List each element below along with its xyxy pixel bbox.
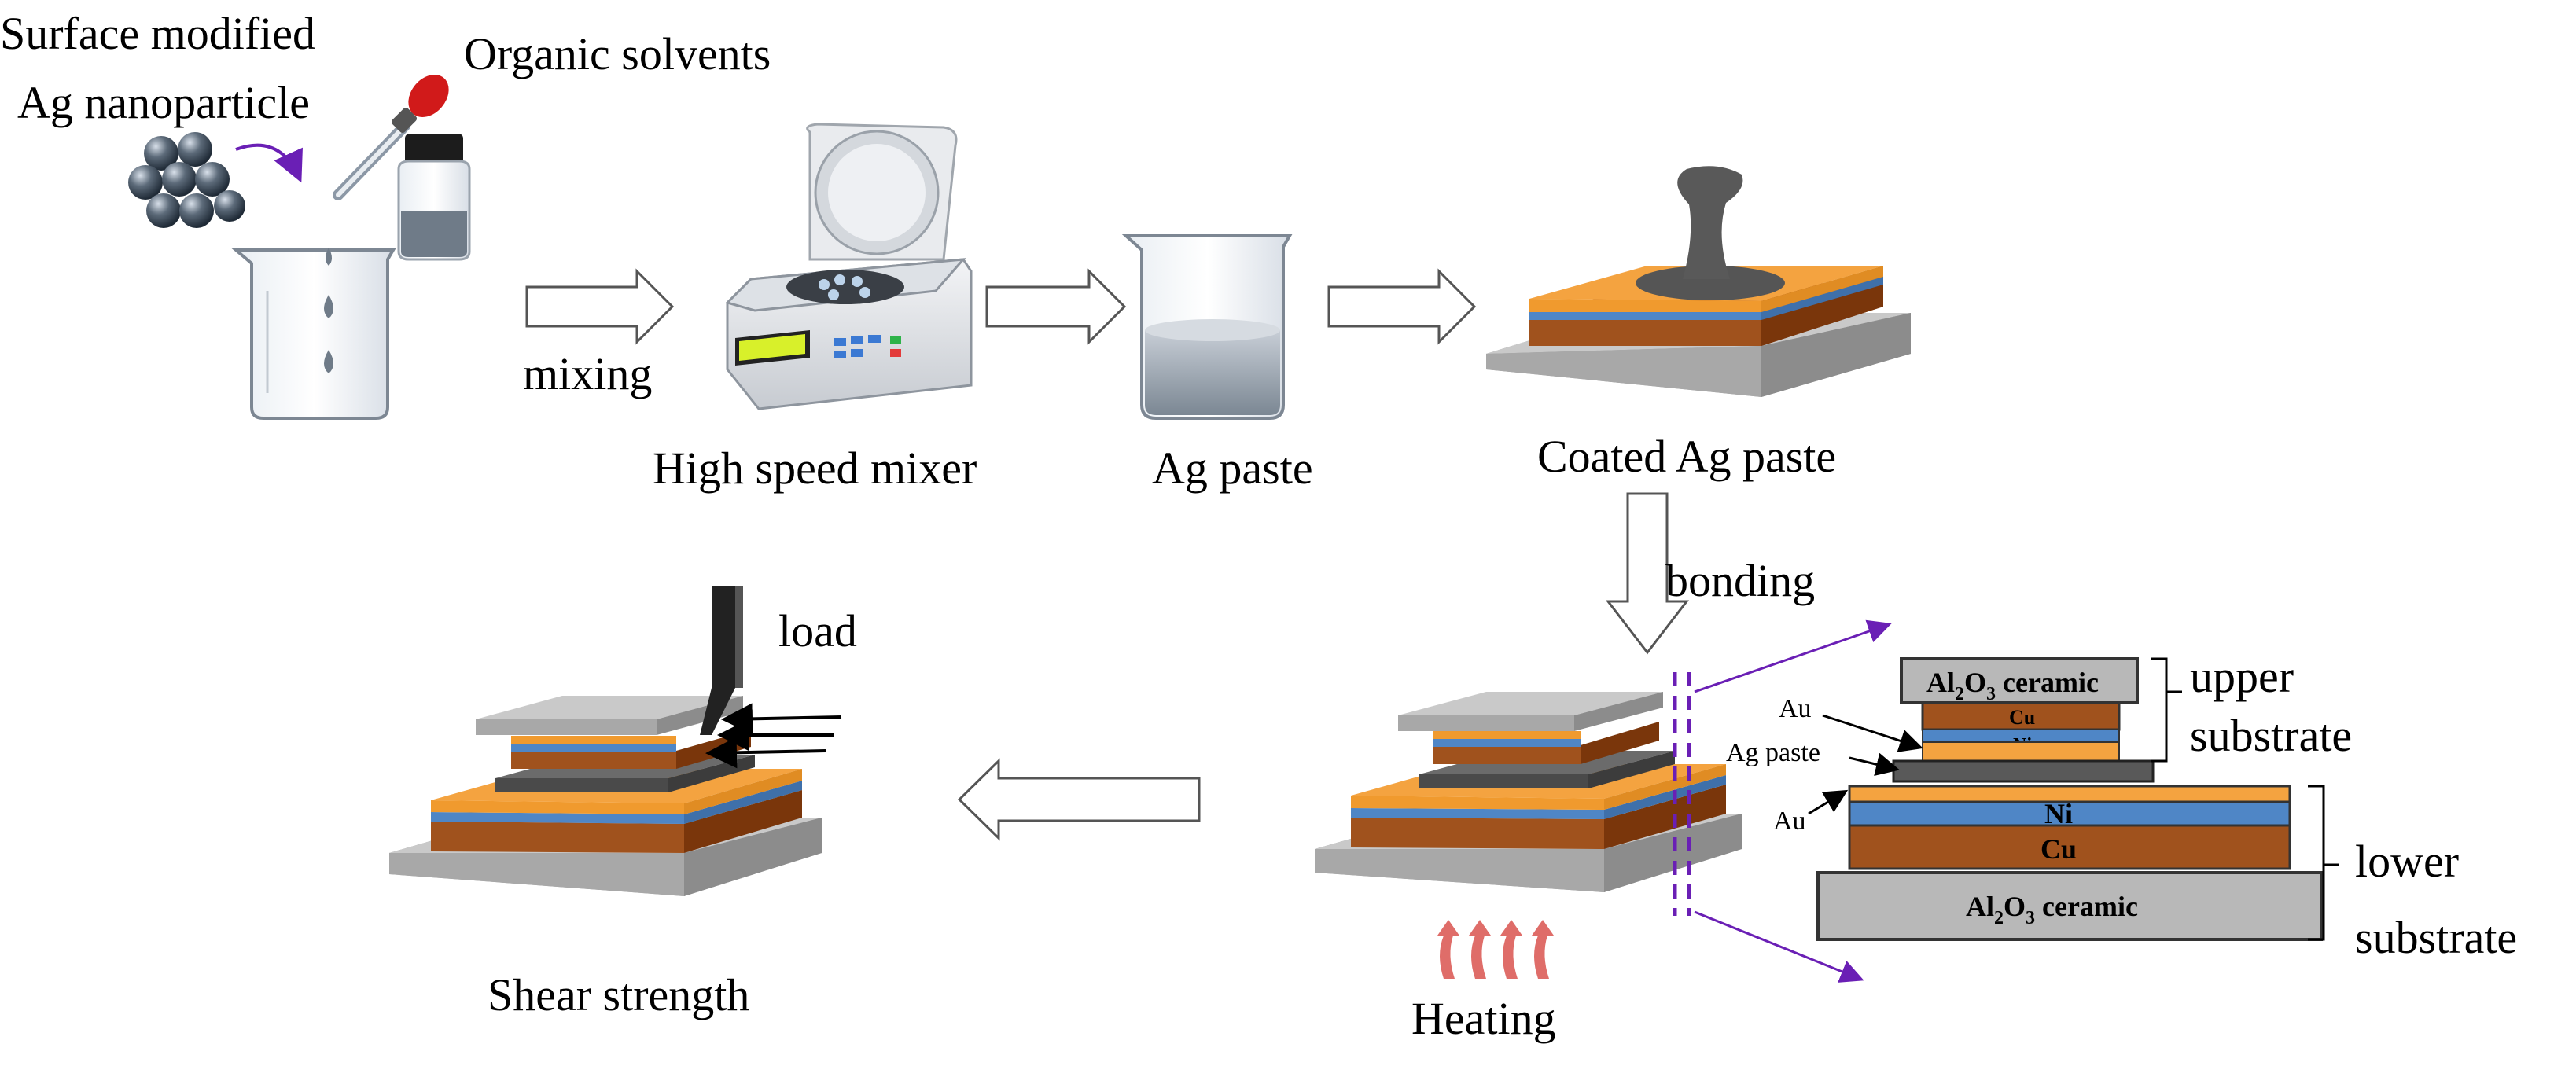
au-callout-upper-arrow	[1822, 714, 1923, 752]
coated-substrate-icon	[1486, 166, 1911, 397]
beaker-with-solvent-icon	[231, 248, 396, 420]
curved-arrow-icon	[235, 143, 303, 183]
au-callout-lower-arrow	[1808, 789, 1849, 815]
load-arrow-1	[721, 703, 842, 735]
upper-cu-text: Cu	[2009, 706, 2035, 729]
lower-ceramic-layer	[1816, 871, 2323, 941]
high-speed-mixer-label: High speed mixer	[653, 443, 977, 494]
bonding-arrow	[1605, 492, 1690, 655]
zoom-arrow-top	[1694, 619, 1892, 693]
lower-substrate-bracket	[2308, 785, 2325, 941]
lower-ceramic-text: Al2O3 ceramic	[1966, 891, 2138, 928]
heating-arrows-icon	[1437, 920, 1554, 979]
coated-ag-paste-label: Coated Ag paste	[1537, 431, 1836, 482]
nanoparticle-label-line1: Surface modified	[0, 8, 315, 59]
ag-paste-beaker-icon	[1121, 234, 1293, 420]
process-arrow-mixing	[525, 268, 675, 345]
ag-paste-layer	[1892, 759, 2155, 783]
upper-au-layer	[1922, 741, 2120, 762]
organic-solvents-label: Organic solvents	[464, 28, 771, 79]
high-speed-mixer-icon	[725, 123, 973, 410]
ag-paste-callout: Ag paste	[1726, 738, 1820, 767]
layer-stack-cross-section: Al2O3 ceramic Cu Ni Ni Cu Al2O3 ceramic	[1816, 657, 2323, 941]
lower-cu-text: Cu	[2041, 833, 2077, 865]
bonding-label: bonding	[1665, 555, 1815, 606]
zoom-arrow-bottom	[1694, 910, 1864, 983]
process-arrow-3	[1327, 268, 1477, 345]
lower-ni-text: Ni	[2044, 798, 2073, 829]
load-arrow-3	[705, 737, 826, 769]
process-arrow-shear	[957, 758, 1201, 841]
upper-substrate-label-line1: upper	[2190, 651, 2294, 702]
bonded-sample-icon	[1315, 692, 1742, 892]
heating-label: Heating	[1411, 993, 1556, 1044]
ag-nanoparticle-cluster-icon	[128, 132, 245, 228]
solvent-bottle-icon	[397, 134, 471, 261]
upper-substrate-label-line2: substrate	[2190, 710, 2352, 761]
upper-ceramic-layer	[1900, 657, 2139, 704]
ag-paste-callout-arrow	[1849, 752, 1900, 776]
process-arrow-2	[985, 268, 1127, 345]
lower-cu-layer	[1848, 824, 2291, 870]
ag-paste-label: Ag paste	[1152, 443, 1313, 494]
au-callout-lower: Au	[1773, 807, 1806, 836]
lower-substrate-label-line1: lower	[2355, 836, 2459, 887]
dropper-icon	[333, 75, 449, 200]
au-callout-upper: Au	[1779, 694, 1812, 723]
shear-tool-icon	[700, 586, 743, 735]
lower-substrate-label-line2: substrate	[2355, 912, 2517, 963]
mixing-label: mixing	[523, 348, 652, 399]
load-label: load	[778, 605, 857, 656]
upper-ceramic-text: Al2O3 ceramic	[1926, 667, 2099, 704]
upper-substrate-bracket	[2151, 657, 2168, 763]
nanoparticle-label-line2: Ag nanoparticle	[17, 77, 310, 128]
shear-test-sample-icon	[389, 696, 822, 896]
shear-strength-label: Shear strength	[488, 969, 749, 1020]
